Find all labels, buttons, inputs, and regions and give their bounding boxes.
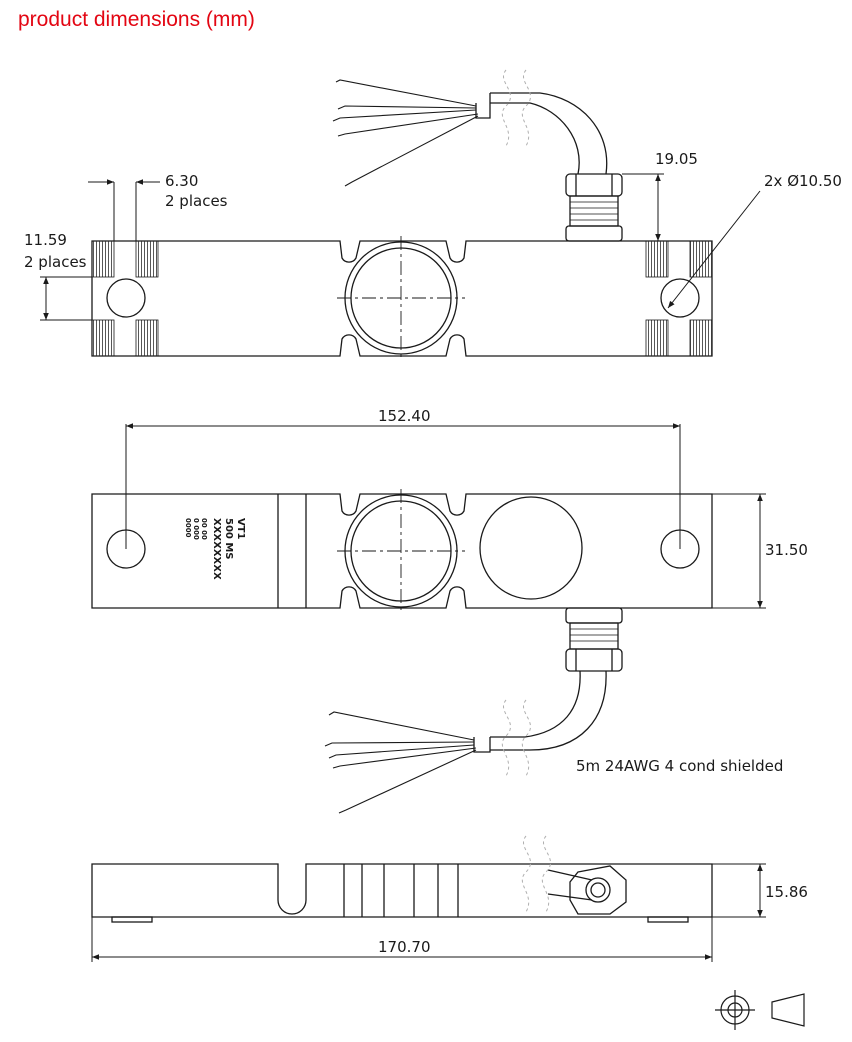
front-boss: [479, 496, 583, 600]
side-view: [91, 835, 713, 923]
label-line2: 500 MS: [223, 518, 234, 560]
top-view: [91, 69, 713, 360]
product-label: VT1 500 MS XXXXXXXX 00 00 0 000 0000: [184, 518, 246, 580]
side-view-dimensions: [91, 863, 766, 962]
front-cable: [490, 670, 607, 751]
projection-symbol: [715, 990, 805, 1030]
label-line6: 0000: [184, 518, 192, 538]
side-view-body: [91, 863, 713, 918]
label-line1: VT1: [235, 518, 246, 540]
dim-overall-length: 170.70: [378, 938, 431, 956]
knurl-pads: [91, 240, 713, 357]
top-cable-gland: [565, 173, 623, 242]
dim-body-height: 15.86: [765, 883, 808, 901]
top-cable: [490, 92, 608, 175]
front-view: [91, 489, 713, 814]
dim-slot-height: 11.59: [24, 231, 67, 249]
front-wires: [324, 711, 477, 814]
page-title: product dimensions (mm): [18, 8, 255, 31]
dim-slot-width-note: 2 places: [165, 192, 228, 210]
label-line4: 00 00: [200, 518, 208, 540]
cable-note: 5m 24AWG 4 cond shielded: [576, 757, 783, 775]
label-line3: XXXXXXXX: [211, 518, 222, 580]
front-view-body: [91, 493, 713, 609]
dim-holes: 2x Ø10.50: [764, 172, 842, 190]
top-view-dimensions: [40, 173, 761, 321]
dim-body-width: 31.50: [765, 541, 808, 559]
dim-gland-height: 19.05: [655, 150, 698, 168]
top-right-hole: [660, 278, 700, 318]
top-left-hole: [106, 278, 146, 318]
top-view-body: [91, 240, 713, 357]
crosshair-circle-icon: [715, 990, 755, 1030]
front-view-dimensions: [125, 423, 766, 609]
top-wires: [332, 79, 479, 187]
truncated-cone-icon: [771, 993, 805, 1027]
dim-slot-height-note: 2 places: [24, 253, 87, 271]
front-cable-gland: [565, 607, 623, 672]
dim-hole-spacing: 152.40: [378, 407, 431, 425]
side-cable-gland: [569, 865, 627, 915]
label-line5: 0 000: [192, 518, 200, 540]
dim-slot-width: 6.30: [165, 172, 198, 190]
